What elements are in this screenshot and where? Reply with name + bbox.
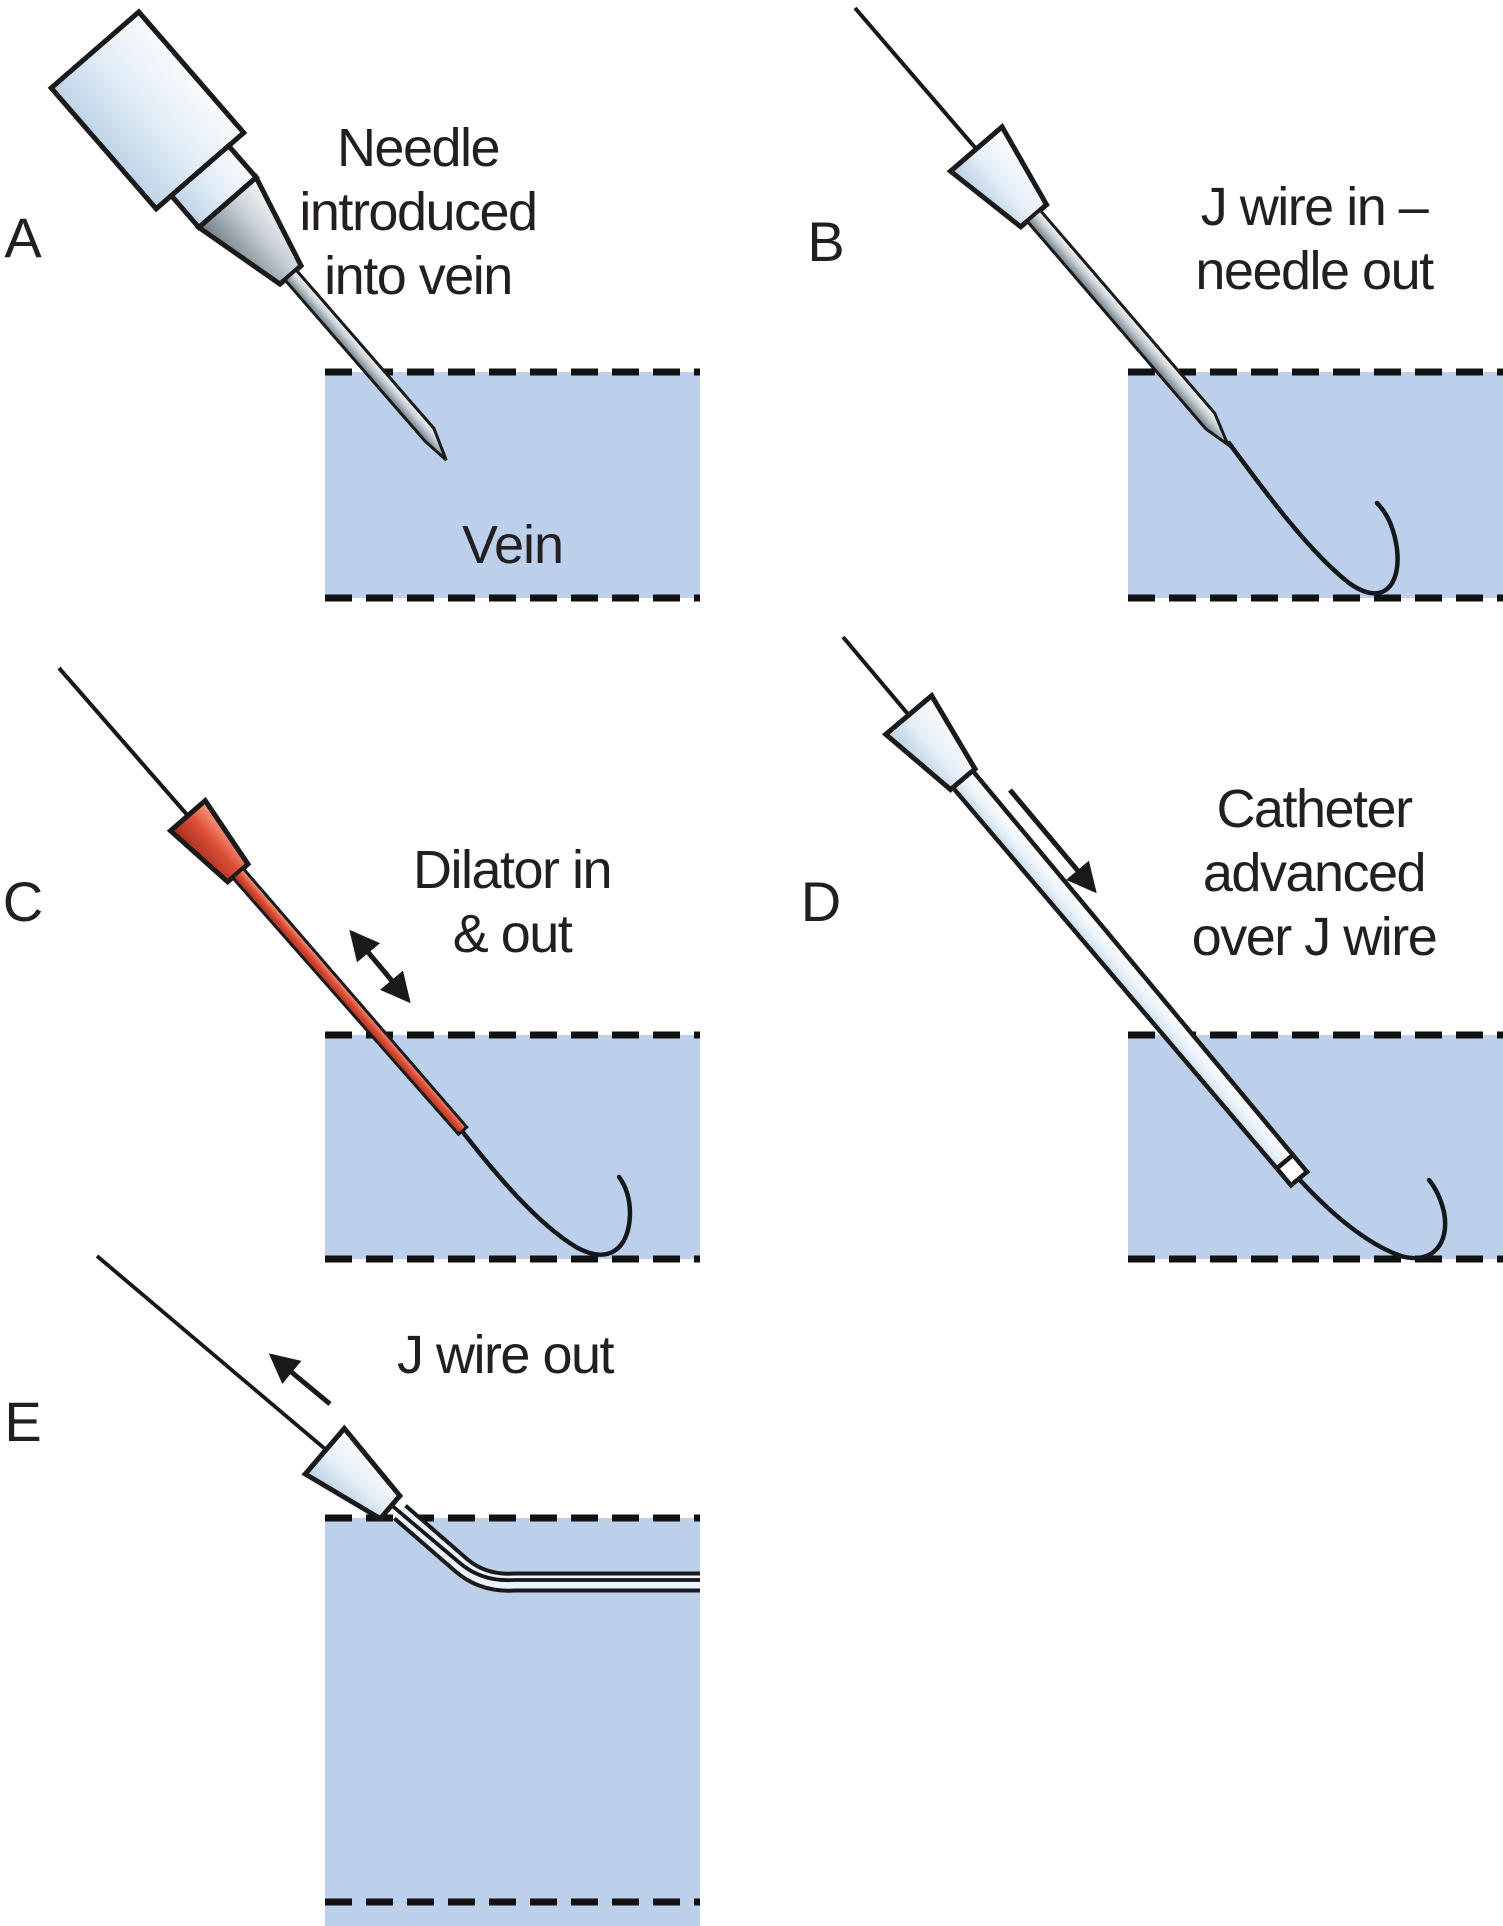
catheter-hub xyxy=(881,691,979,793)
caption-d-line1: Catheter xyxy=(1216,779,1413,839)
panel-d-graphic xyxy=(841,635,1503,1263)
indwelling-catheter-icon xyxy=(95,1254,700,1593)
caption-a-line1: Needle xyxy=(336,118,501,178)
vein-fill-a xyxy=(325,372,700,598)
panel-label-e: E xyxy=(4,1390,42,1453)
catheter-tip xyxy=(1273,1151,1311,1189)
vein-label: Vein xyxy=(461,515,564,575)
caption-c-line1: Dilator in xyxy=(412,840,613,900)
panel-a-graphic xyxy=(47,8,700,602)
caption-b-line2: needle out xyxy=(1195,241,1434,301)
j-wire-being-removed xyxy=(95,1254,700,1583)
caption-b-line1: J wire in – xyxy=(1200,177,1429,237)
panel-c-graphic xyxy=(57,666,700,1263)
j-wire-icon xyxy=(1226,440,1400,596)
vein-box-c xyxy=(325,1031,700,1263)
caption-b: J wire in – needle out xyxy=(1125,175,1503,303)
needle-icon xyxy=(47,8,448,462)
advance-arrow-icon xyxy=(1008,788,1097,894)
caption-d: Catheter advanced over J wire xyxy=(1125,777,1503,969)
vein-fill-d xyxy=(1128,1035,1503,1259)
j-wire-icon xyxy=(459,1128,633,1257)
panel-label-b: B xyxy=(807,210,845,273)
panel-b-graphic xyxy=(853,6,1503,602)
needle-shaft xyxy=(282,267,448,462)
needle-hub-cone xyxy=(194,173,305,288)
catheter-hub xyxy=(301,1424,404,1522)
needle-over-wire-icon xyxy=(853,6,1232,449)
caption-a: Needle introduced into vein xyxy=(228,116,608,308)
needle-shaft xyxy=(1025,208,1232,449)
vein-fill-c xyxy=(325,1035,700,1259)
guidewire-proximal xyxy=(853,6,985,158)
caption-c-line2: & out xyxy=(452,904,573,964)
needle-barrel xyxy=(47,8,248,213)
catheter-icon xyxy=(841,635,1311,1189)
dilator-hub xyxy=(166,796,252,886)
caption-c: Dilator in & out xyxy=(327,838,697,966)
caption-e-line1: J wire out xyxy=(396,1325,615,1385)
panel-label-c: C xyxy=(2,870,44,933)
needle-hub xyxy=(946,122,1050,231)
panel-e-graphic xyxy=(95,1254,700,1926)
j-wire-icon xyxy=(1296,1176,1448,1261)
panel-label-a: A xyxy=(4,206,42,269)
vein-box-a xyxy=(325,368,700,602)
caption-d-line2: advanced xyxy=(1202,843,1427,903)
in-and-out-arrow-icon xyxy=(349,929,411,1004)
panel-label-d: D xyxy=(800,870,842,933)
caption-d-line3: over J wire xyxy=(1191,907,1438,967)
caption-a-line3: into vein xyxy=(324,246,513,306)
withdraw-arrow-icon xyxy=(268,1353,332,1406)
caption-e: J wire out xyxy=(320,1323,690,1387)
caption-a-line2: introduced xyxy=(299,182,538,242)
